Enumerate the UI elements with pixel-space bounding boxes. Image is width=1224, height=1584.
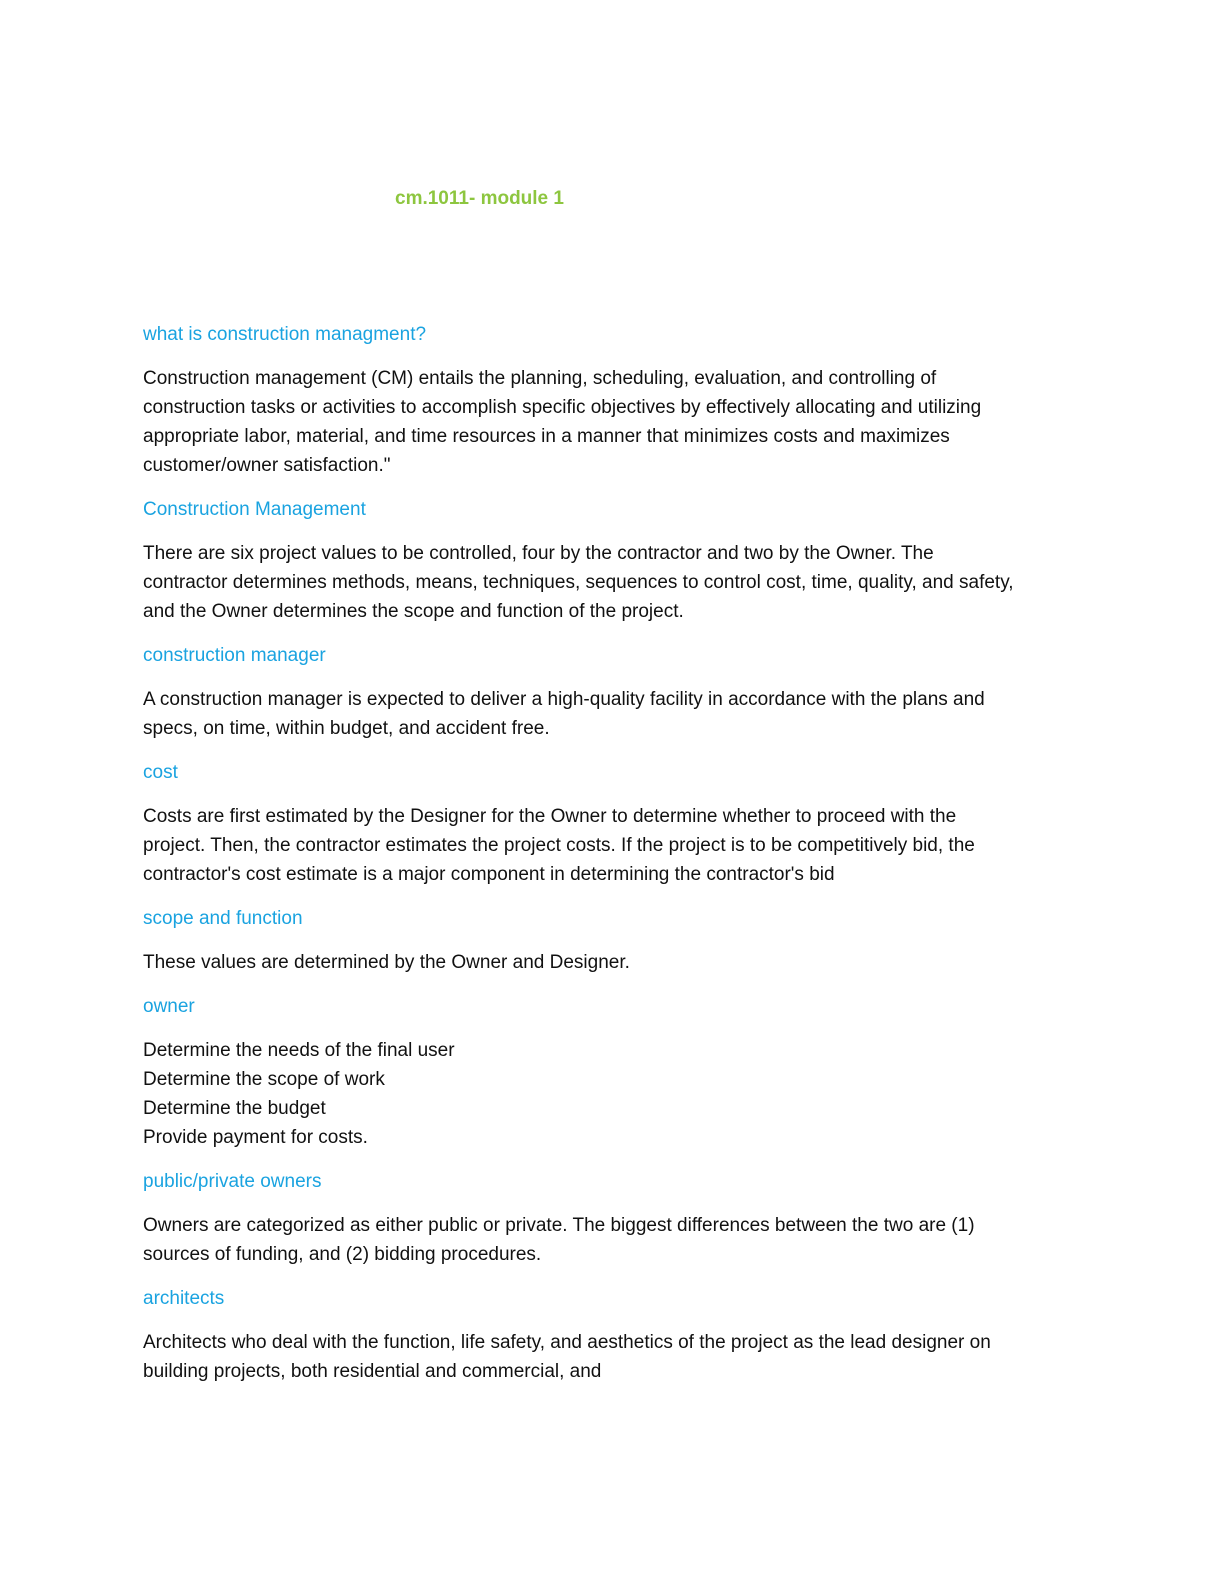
- paragraph-line: A construction manager is expected to de…: [143, 689, 985, 710]
- section-heading: scope and function: [143, 908, 303, 929]
- paragraph-line: project. Then, the contractor estimates …: [143, 835, 975, 856]
- section-heading: owner: [143, 996, 195, 1017]
- section-paragraph: Construction management (CM) entails the…: [143, 364, 1083, 480]
- paragraph-line: construction tasks or activities to acco…: [143, 397, 982, 418]
- paragraph-line: Determine the budget: [143, 1098, 326, 1119]
- section-heading: cost: [143, 762, 178, 783]
- section-paragraph: Costs are first estimated by the Designe…: [143, 802, 1083, 889]
- section-paragraph: Architects who deal with the function, l…: [143, 1328, 1083, 1386]
- paragraph-line: Determine the needs of the final user: [143, 1040, 455, 1061]
- section-paragraph: There are six project values to be contr…: [143, 539, 1083, 626]
- document-title: cm.1011- module 1: [395, 188, 564, 209]
- document-body: what is construction managment? Construc…: [143, 320, 1083, 1401]
- paragraph-line: These values are determined by the Owner…: [143, 952, 630, 973]
- section-paragraph: A construction manager is expected to de…: [143, 685, 1083, 743]
- paragraph-line: Determine the scope of work: [143, 1069, 385, 1090]
- section-paragraph: Determine the needs of the final user De…: [143, 1036, 1083, 1152]
- paragraph-line: contractor determines methods, means, te…: [143, 572, 1014, 593]
- section-heading: what is construction managment?: [143, 324, 427, 345]
- paragraph-line: There are six project values to be contr…: [143, 543, 934, 564]
- section-heading: architects: [143, 1288, 225, 1309]
- paragraph-line: and the Owner determines the scope and f…: [143, 601, 684, 622]
- paragraph-line: contractor's cost estimate is a major co…: [143, 864, 835, 885]
- section-paragraph: These values are determined by the Owner…: [143, 948, 1083, 977]
- paragraph-line: building projects, both residential and …: [143, 1361, 602, 1382]
- paragraph-line: specs, on time, within budget, and accid…: [143, 718, 550, 739]
- paragraph-line: customer/owner satisfaction.": [143, 455, 391, 476]
- paragraph-line: Architects who deal with the function, l…: [143, 1332, 991, 1353]
- paragraph-line: Construction management (CM) entails the…: [143, 368, 937, 389]
- section-heading: Construction Management: [143, 499, 366, 520]
- section-heading: construction manager: [143, 645, 326, 666]
- paragraph-line: Owners are categorized as either public …: [143, 1215, 975, 1236]
- paragraph-line: appropriate labor, material, and time re…: [143, 426, 950, 447]
- paragraph-line: Costs are first estimated by the Designe…: [143, 806, 957, 827]
- paragraph-line: Provide payment for costs.: [143, 1127, 368, 1148]
- section-heading: public/private owners: [143, 1171, 322, 1192]
- section-paragraph: Owners are categorized as either public …: [143, 1211, 1083, 1269]
- paragraph-line: sources of funding, and (2) bidding proc…: [143, 1244, 542, 1265]
